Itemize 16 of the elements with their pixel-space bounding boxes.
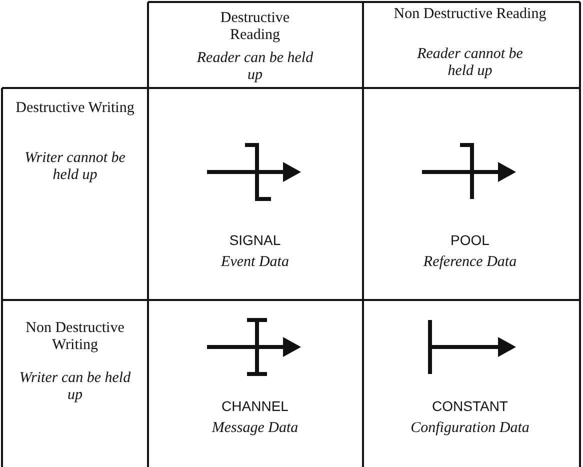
column-header: Non Destructive Reading [392, 6, 548, 23]
row-note: Writer can be held up [18, 370, 132, 404]
row-header: Destructive Writing [15, 100, 135, 117]
primitive-name: CONSTANT [431, 398, 509, 415]
data-kind: Message Data [210, 420, 300, 437]
header-note: Reader can be held up [196, 50, 314, 84]
primitive-name: CHANNEL [220, 398, 290, 415]
header-note: Reader cannot be held up [416, 46, 524, 80]
data-kind: Configuration Data [410, 420, 530, 437]
primitive-name: SIGNAL [228, 232, 282, 249]
primitive-name: POOL [450, 232, 490, 249]
row-header: Non Destructive Writing [24, 320, 126, 354]
data-kind: Reference Data [422, 254, 518, 271]
column-header: Destructive Reading [219, 10, 291, 44]
data-kind: Event Data [220, 254, 290, 271]
row-note: Writer cannot be held up [24, 150, 126, 184]
